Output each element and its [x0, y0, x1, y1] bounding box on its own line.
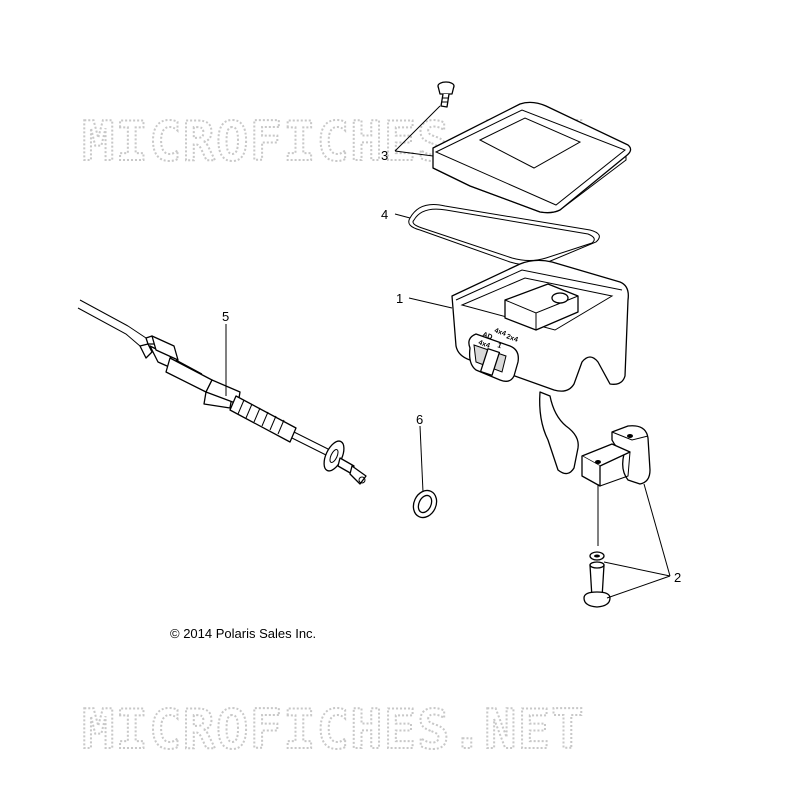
part-bolt [583, 551, 611, 608]
part-washer [412, 489, 438, 519]
part-seal [408, 204, 600, 266]
watermark-bottom: MICROFICHES.NET [82, 698, 585, 761]
callout-2: 2 [674, 570, 681, 585]
selector-label-ad: AD [481, 331, 493, 341]
callout-4: 4 [381, 207, 388, 222]
part-screw [437, 81, 455, 108]
selector-label-4x4-top: 4x4 [493, 327, 506, 338]
selector-label-num: 1 [496, 342, 502, 350]
part-switch-housing [451, 259, 629, 475]
callout-5: 5 [222, 309, 229, 324]
callout-1: 1 [396, 291, 403, 306]
part-clamp [581, 425, 651, 487]
part-cover [432, 101, 632, 214]
part-cable [77, 299, 367, 485]
selector-label-4x4-left: 4x4 [477, 339, 490, 350]
callout-3: 3 [381, 148, 388, 163]
leader-lines [225, 105, 671, 599]
copyright-notice: © 2014 Polaris Sales Inc. [170, 626, 316, 641]
callout-6: 6 [416, 412, 423, 427]
selector-label-2x4: 2x4 [505, 333, 518, 344]
